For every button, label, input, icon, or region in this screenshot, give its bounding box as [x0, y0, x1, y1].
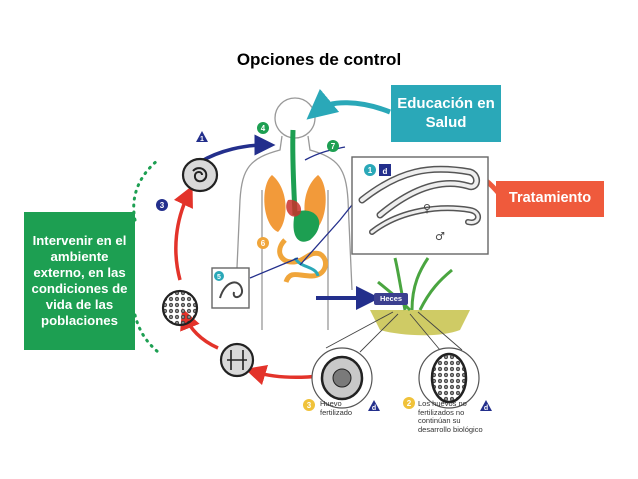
- badge-1-number: 1: [200, 136, 204, 143]
- magnify-lines: [325, 311, 463, 353]
- badge-3-number: 3: [160, 201, 165, 210]
- badge-1-triangle: [196, 131, 208, 142]
- badge-3-yellow-number: 3: [307, 401, 312, 410]
- badge-d-left: d: [372, 405, 376, 412]
- small-intestine: [293, 257, 320, 277]
- badge-6-number: 6: [261, 239, 266, 248]
- feces-label: Heces: [374, 293, 408, 305]
- arrow-cycle-red-bottom: [244, 364, 321, 386]
- badge-d-triangle-left: [368, 400, 380, 411]
- fertilized-egg-label: Huevo fertilizado: [320, 399, 353, 417]
- fertilized-egg: [311, 347, 373, 409]
- badge-2-yellow-number: 2: [407, 399, 412, 408]
- stomach: [293, 210, 320, 242]
- adult-worms-box: [351, 156, 489, 255]
- dotted-ring-bottom: [133, 313, 160, 354]
- badge-6: [257, 237, 269, 249]
- badge-d-triangle-right: [480, 400, 492, 411]
- unfertilized-eggs-label: Los huevos no fertilizados no continúan …: [418, 399, 483, 434]
- badge-d-right: d: [484, 405, 488, 412]
- male-symbol: ♂: [435, 230, 445, 243]
- environment-callout: Intervenir en el ambiente externo, en la…: [24, 212, 135, 350]
- line-to-lungs: [304, 146, 346, 161]
- education-callout: Educación en Salud: [391, 85, 501, 142]
- badge-2-yellow: [403, 397, 415, 409]
- unfertilized-egg: [418, 347, 480, 409]
- badge-7: [327, 140, 339, 152]
- arrow-cycle-navy-top: [199, 134, 276, 164]
- badge-d-box: d: [383, 167, 388, 176]
- arrow-education: [306, 88, 391, 120]
- egg-stage-2: [219, 342, 255, 378]
- dotted-ring-top: [132, 158, 160, 222]
- intestines: [277, 238, 329, 284]
- page-title: Opciones de control: [236, 50, 402, 69]
- larva-box: [211, 267, 250, 309]
- badge-7-number: 7: [331, 142, 336, 151]
- female-symbol: ♀: [423, 202, 431, 215]
- egg-stage-1: [181, 157, 219, 193]
- soil-grass: [370, 257, 470, 336]
- badge-3-yellow: [303, 399, 315, 411]
- egg-stage-3: [161, 289, 199, 327]
- badge-1-box-number: 1: [368, 166, 373, 175]
- line-to-larva: [249, 257, 299, 279]
- badge-4: [257, 122, 269, 134]
- badge-3: [156, 199, 168, 211]
- heart: [286, 199, 302, 217]
- badge-4-number: 4: [261, 124, 266, 133]
- badge-5-number: 5: [217, 274, 221, 281]
- line-to-adult-worms: [299, 199, 357, 266]
- treatment-callout: Tratamiento: [496, 181, 604, 217]
- arrow-cycle-red-left: [173, 185, 193, 281]
